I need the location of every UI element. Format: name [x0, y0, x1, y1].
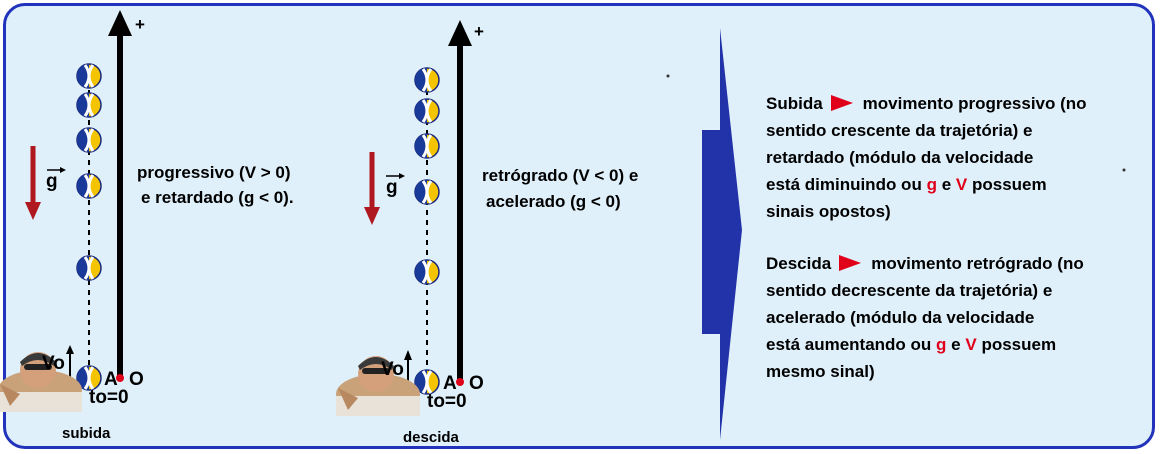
gravity-arrowhead [364, 207, 380, 225]
initial-velocity-label: Vo [42, 353, 65, 374]
descida-text-line4a: está aumentando ou [766, 335, 932, 354]
volleyball-icon [75, 62, 103, 90]
axis-plus-label: + [135, 15, 145, 34]
descida-title: Descida [766, 254, 832, 273]
left-description-line2: e retardado (g < 0). [141, 188, 294, 207]
g-symbol: g [926, 175, 937, 194]
volleyball-icon [413, 97, 441, 125]
velocity-arrowhead [404, 350, 412, 360]
descida-summary-line2: sentido decrescente da trajetória) e [766, 281, 1053, 300]
volleyball-icon [413, 258, 441, 286]
chevron-arrow-icon [702, 28, 742, 440]
descida-text-line1: movimento retrógrado (no [871, 254, 1084, 273]
subida-summary-line1: Subida movimento progressivo (no [766, 90, 1087, 117]
point-a-label: A [443, 373, 457, 394]
gravity-arrowhead [25, 202, 41, 220]
middle-description-line2: acelerado (g < 0) [486, 192, 621, 211]
conjunction-e: e [941, 175, 952, 194]
left-description-line1: progressivo (V > 0) [137, 163, 291, 182]
axis-arrowhead [108, 10, 132, 36]
subida-title: Subida [766, 94, 823, 113]
volleyball-icon [413, 178, 441, 206]
middle-description-line1: retrógrado (V < 0) e [482, 166, 639, 185]
velocity-arrowhead [66, 345, 74, 354]
middle-caption: descida [403, 429, 459, 446]
origin-point [116, 374, 124, 382]
subida-summary-line2: sentido crescente da trajetória) e [766, 121, 1033, 140]
descida-summary-line4: está aumentando ou g e V possuem [766, 331, 1056, 358]
origin-o-label: O [469, 373, 484, 394]
initial-time-label: to=0 [89, 387, 129, 408]
middle-panel [336, 20, 472, 416]
volleyball-icon [75, 126, 103, 154]
play-triangle-icon [830, 95, 853, 111]
g-vector-mark-head [60, 167, 66, 173]
play-triangle-icon [839, 255, 862, 271]
v-symbol: V [965, 335, 977, 354]
decorative-dot [1122, 168, 1126, 172]
g-symbol: g [936, 335, 947, 354]
subida-summary-line3: retardado (módulo da velocidade [766, 148, 1034, 167]
axis-arrowhead [448, 20, 472, 46]
descida-summary-line3: acelerado (módulo da velocidade [766, 308, 1035, 327]
diagram-frame [3, 3, 1155, 449]
descida-summary-line1: Descida movimento retrógrado (no [766, 250, 1084, 277]
conjunction-e: e [951, 335, 961, 354]
subida-summary-line4: está diminuindo ou g e V possuem [766, 171, 1047, 198]
g-vector-mark-head [399, 173, 405, 179]
volleyball-icon [75, 91, 103, 119]
subida-summary-line5: sinais opostos) [766, 202, 891, 221]
initial-velocity-label: Vo [381, 359, 404, 380]
descida-text-line4b: possuem [981, 335, 1057, 354]
subida-text-line4b: possuem [971, 175, 1047, 194]
volleyball-icon [75, 172, 103, 200]
left-panel [0, 10, 132, 412]
volleyball-icon [413, 132, 441, 160]
v-symbol: V [955, 175, 968, 194]
point-a-label: A [104, 369, 118, 390]
origin-point [456, 378, 464, 386]
gravity-label: g [46, 171, 58, 192]
subida-text-line4a: está diminuindo ou [766, 175, 922, 194]
origin-o-label: O [129, 369, 144, 390]
gravity-label: g [386, 177, 398, 198]
volleyball-icon [75, 254, 103, 282]
decorative-dot [666, 74, 670, 78]
subida-text-line1: movimento progressivo (no [862, 94, 1087, 113]
volleyball-icon [413, 66, 441, 94]
axis-plus-label: + [474, 22, 484, 41]
left-caption: subida [62, 425, 111, 442]
initial-time-label: to=0 [427, 391, 467, 412]
descida-summary-line5: mesmo sinal) [766, 362, 875, 381]
